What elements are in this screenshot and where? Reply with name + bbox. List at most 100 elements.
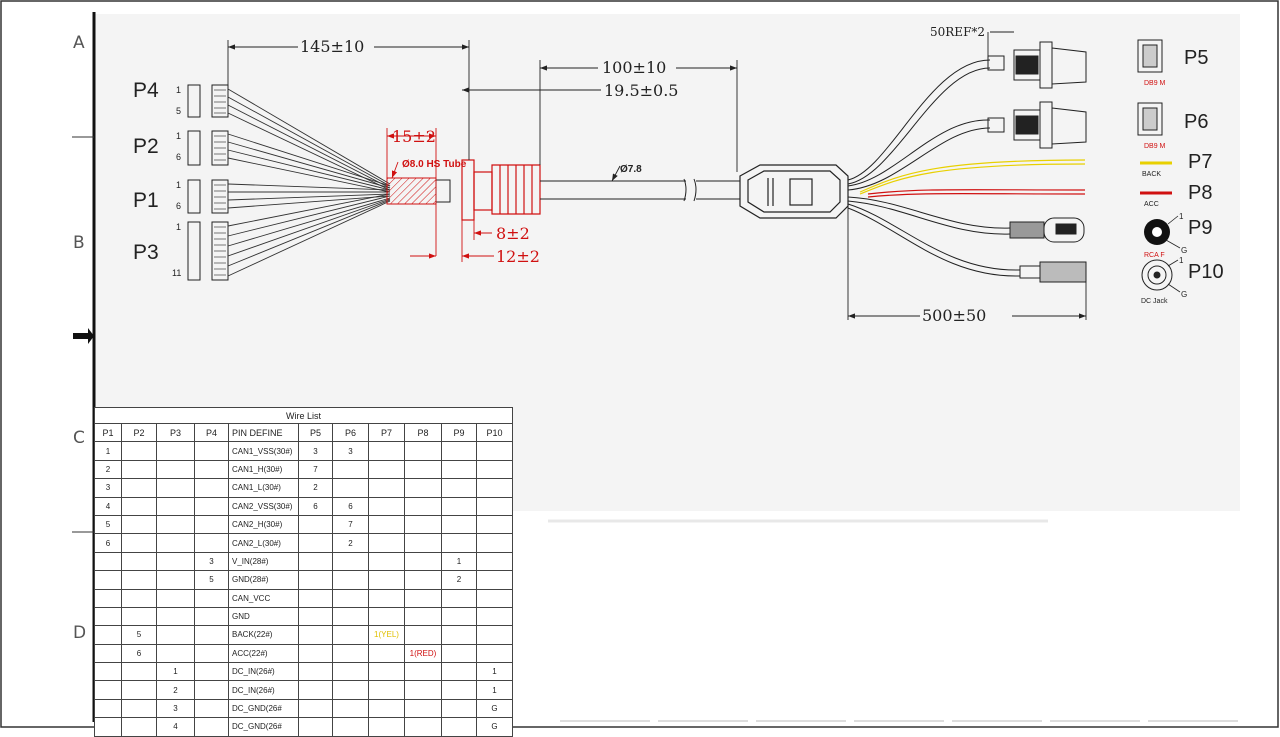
table-cell [298,662,333,682]
header-cell: P2 [121,422,157,443]
table-cell [404,698,442,719]
table-cell [156,459,195,480]
p4-housing [187,84,201,118]
db9-face-icon-p5 [1137,39,1163,73]
table-cell [404,478,442,498]
table-cell [121,717,157,737]
table-cell [332,588,369,608]
table-cell [476,606,513,627]
table-cell [476,533,513,553]
table-cell: CAN1_L(30#) [228,478,299,498]
table-cell [194,717,229,737]
table-cell: 5 [121,625,157,645]
table-cell [121,680,157,700]
table-cell [476,625,513,645]
table-cell [194,680,229,700]
table-cell [404,625,442,645]
dim-19-5: 19.5±0.5 [604,81,678,100]
table-cell: 7 [332,514,369,535]
dim-100: 100±10 [602,58,666,77]
table-cell: 2 [332,533,369,553]
table-row: CAN_VCC [94,588,513,608]
table-cell [194,643,229,664]
table-cell [332,570,369,590]
table-cell: DC_IN(26#) [228,680,299,700]
table-cell [156,514,195,535]
table-cell: 1 [156,662,195,682]
table-cell [368,717,405,737]
table-cell [368,533,405,553]
table-cell [441,680,477,700]
p4-pin-last: 5 [176,106,181,116]
table-cell [368,551,405,572]
table-cell [476,441,513,461]
table-cell: G [476,698,513,719]
p9-pin-g: G [1181,246,1187,255]
table-cell [156,478,195,498]
table-cell [441,533,477,553]
header-cell: P8 [404,422,442,443]
table-cell [194,588,229,608]
p10-pin-g: G [1181,290,1187,299]
table-cell [121,551,157,572]
header-cell: P5 [298,422,333,443]
table-cell [298,680,333,700]
sub-p10: DC Jack [1141,298,1168,305]
table-cell [332,625,369,645]
label-p8: P8 [1188,182,1212,204]
table-cell [441,662,477,682]
dim-15: 15±2 [392,127,436,146]
p1-housing [187,179,201,214]
label-p9: P9 [1188,217,1212,239]
table-cell: 2 [94,459,122,480]
table-cell [404,662,442,682]
zone-letter-b: B [73,233,85,253]
sub-p5: DB9 M [1144,80,1166,87]
table-cell [194,698,229,719]
label-p7: P7 [1188,151,1212,173]
p3-pin-last: 11 [172,268,181,278]
p1-pin-first: 1 [176,180,181,190]
table-cell [476,459,513,480]
table-cell [368,570,405,590]
table-cell [194,478,229,498]
table-cell: 3 [194,551,229,572]
table-cell [194,459,229,480]
table-cell [368,698,405,719]
table-cell [194,514,229,535]
table-cell: 5 [94,514,122,535]
sub-p9: RCA F [1144,252,1165,259]
sub-p8: ACC [1144,201,1159,208]
p2-pin-last: 6 [176,152,181,162]
table-cell: V_IN(28#) [228,551,299,572]
table-cell [368,680,405,700]
table-cell [121,588,157,608]
table-cell [156,643,195,664]
table-cell [441,514,477,535]
table-cell: 2 [156,680,195,700]
red-dimension-lines [386,128,494,262]
header-cell: P3 [156,422,195,443]
cable-diameter: Ø7.8 [620,164,642,175]
table-cell [441,698,477,719]
table-cell: 5 [194,570,229,590]
table-cell: 4 [94,496,122,516]
table-cell [404,680,442,700]
table-cell [121,570,157,590]
table-cell [298,606,333,627]
table-cell [404,588,442,608]
header-cell: P4 [194,422,229,443]
table-cell [404,606,442,627]
table-cell: DC_IN(26#) [228,662,299,682]
table-cell: 1 [476,662,513,682]
p3-housing [187,221,201,281]
table-cell [194,625,229,645]
center-arrow-icon [73,328,94,344]
table-cell [332,643,369,664]
right-branch-wires [847,59,1021,277]
